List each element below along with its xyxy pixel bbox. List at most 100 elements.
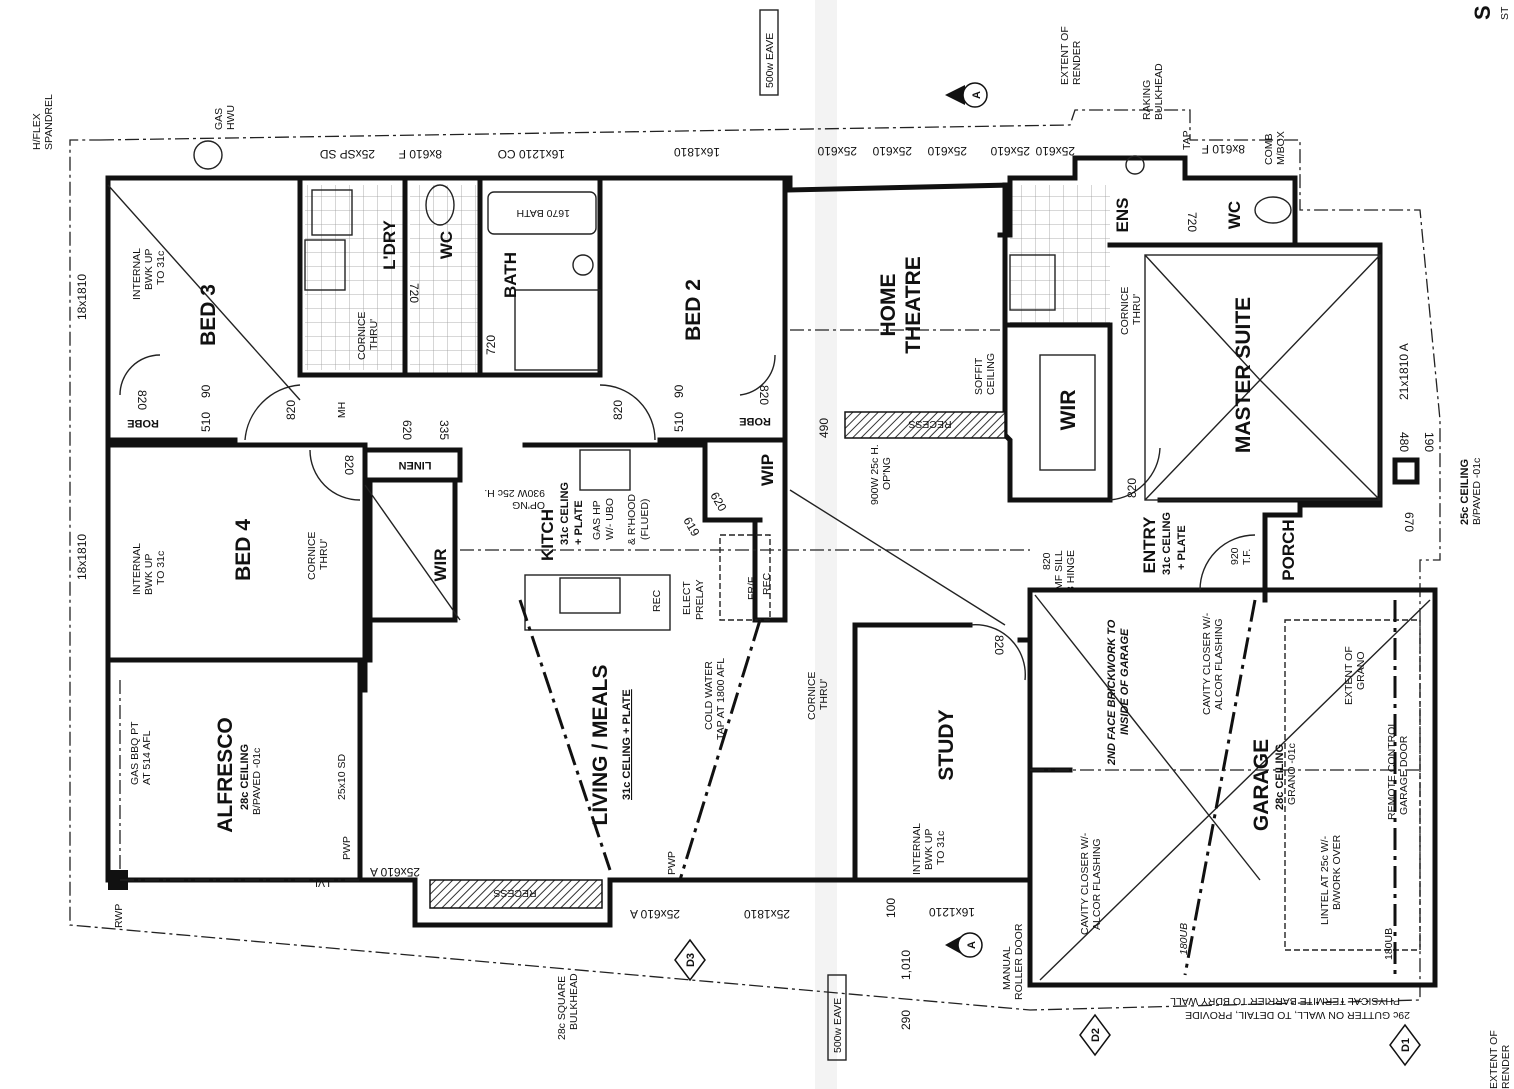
note: BWK UP	[143, 249, 155, 290]
room-labels: BED 3 BED 4 BED 2 L'DRY WC BATH HOME THE…	[127, 198, 1298, 899]
marker-label: D2	[1090, 1028, 1102, 1042]
note: AT 514 AFL	[141, 730, 153, 785]
detail-marker-d3: D3	[674, 938, 706, 982]
note: BWK UP	[143, 554, 155, 595]
room-study: STUDY	[935, 709, 958, 780]
notes: H/FLEX SPANDREL GAS HWU 500w EAVE 500w E…	[31, 5, 1512, 1089]
dim: 490	[817, 418, 831, 438]
note: 31c CELING + PLATE	[621, 689, 633, 800]
note: CORNICE	[306, 532, 318, 580]
linen-label: LINEN	[398, 459, 431, 471]
dim: 820	[135, 390, 149, 410]
detail-marker-d2: D2	[1079, 1013, 1111, 1057]
dim: 1,010	[899, 950, 913, 980]
note: CORNICE	[356, 312, 368, 360]
dim: 820	[342, 455, 356, 475]
note: T.F.	[1241, 549, 1253, 565]
room-bed3: BED 3	[197, 284, 220, 346]
note: RENDER	[1500, 1044, 1512, 1089]
note: 930W 25c H.	[484, 487, 545, 499]
window-label: 18x1810	[75, 274, 89, 320]
room-living-meals: LIVING / MEALS	[589, 664, 612, 825]
section-marker-a-top: A	[945, 82, 988, 108]
window-label: 16x1810	[674, 145, 720, 159]
dim: 290	[899, 1010, 913, 1030]
eave-box	[827, 974, 847, 1061]
note: COLD WATER	[703, 661, 715, 730]
note: H/FLEX	[31, 113, 43, 150]
note: SOFFIT	[973, 357, 985, 395]
note: B/WORK OVER	[1331, 834, 1343, 910]
note: TAP AT 1800 AFL	[715, 658, 727, 740]
room-kitch: KITCH	[538, 509, 557, 561]
room-wir-bed4: WIR	[431, 548, 450, 581]
room-garage: GARAGE	[1250, 739, 1273, 831]
dim: 90	[199, 384, 213, 398]
note: GAS BBQ PT	[129, 721, 141, 785]
note: 31c CELING	[559, 482, 571, 545]
window-label: 25x610	[1035, 144, 1075, 158]
note: 500w EAVE	[832, 998, 844, 1053]
note: BULKHEAD	[568, 973, 580, 1030]
note: 25c CEILING	[1459, 459, 1471, 525]
note: REC	[651, 589, 663, 612]
note: GARAGE DOOR	[1398, 735, 1410, 815]
note: & R'HOOD	[626, 494, 638, 545]
room-alfresco: ALFRESCO	[214, 717, 237, 833]
marker-label: A	[966, 941, 978, 949]
note: ELECT	[681, 581, 693, 615]
note: GRANO	[1355, 651, 1367, 690]
dim: 820	[611, 400, 625, 420]
note: INTERNAL	[131, 248, 143, 300]
room-wc: WC	[437, 231, 456, 259]
note: (FLUED)	[639, 499, 651, 540]
note: 3 HINGE	[1065, 550, 1077, 592]
note: CAVITY CLOSER W/-	[1201, 612, 1213, 715]
note: 29c GUTTER ON WALL, TO DETAIL, PROVIDE	[1185, 1009, 1410, 1021]
note: + PLATE	[1176, 525, 1188, 570]
dim: 620	[400, 420, 414, 440]
room-home-theatre: THEATRE	[902, 256, 925, 354]
note: BULKHEAD	[1153, 63, 1165, 120]
room-wip: WIP	[758, 454, 777, 486]
note: PHYSICAL TERMITE BARRIER TO BDRY WALL	[1170, 995, 1400, 1007]
note: 920	[1229, 547, 1241, 565]
dim: 720	[484, 335, 498, 355]
robe-label: ROBE	[739, 415, 771, 427]
window-label: 18x1810	[75, 534, 89, 580]
rwp-tag: RWP	[113, 904, 125, 928]
note: THRU'	[318, 539, 330, 570]
note: INTERNAL	[131, 543, 143, 595]
manhole-label: MH	[336, 402, 348, 418]
note: 500w EAVE	[764, 33, 776, 88]
eave-box	[759, 9, 779, 96]
dim: 820	[757, 385, 771, 405]
pwp-tag: PWP	[666, 851, 678, 875]
dim: 100	[884, 898, 898, 918]
note: EXTENT OF	[1488, 1030, 1500, 1089]
note: 28c CEILING	[239, 744, 251, 810]
note: 180UB	[1178, 923, 1190, 955]
window-label: 25x610 A	[370, 865, 420, 879]
note: EXTENT OF	[1059, 26, 1071, 85]
lvl-tag: LVL	[312, 877, 330, 889]
section-markers: A A D3 D2 D1	[674, 82, 1421, 1067]
note: REMOTE CONTROL	[1386, 721, 1398, 820]
dim: 820	[992, 635, 1006, 655]
marker-label: D1	[1400, 1038, 1412, 1052]
note: CAVITY CLOSER W/-	[1079, 832, 1091, 935]
dim: 670	[1402, 512, 1416, 532]
room-ens: ENS	[1113, 198, 1132, 233]
window-label: 25x1810	[744, 907, 790, 921]
dim: 510	[199, 412, 213, 432]
note: CORNICE	[806, 672, 818, 720]
note: OP'NG	[881, 457, 893, 490]
note: REC	[761, 572, 773, 595]
note: MANUAL	[1001, 946, 1013, 990]
column	[1392, 457, 1420, 485]
recess-label: RECESS	[493, 887, 536, 899]
dim: 820	[1125, 478, 1139, 498]
note: RENDER	[1071, 40, 1083, 85]
note: GAS	[213, 108, 225, 130]
